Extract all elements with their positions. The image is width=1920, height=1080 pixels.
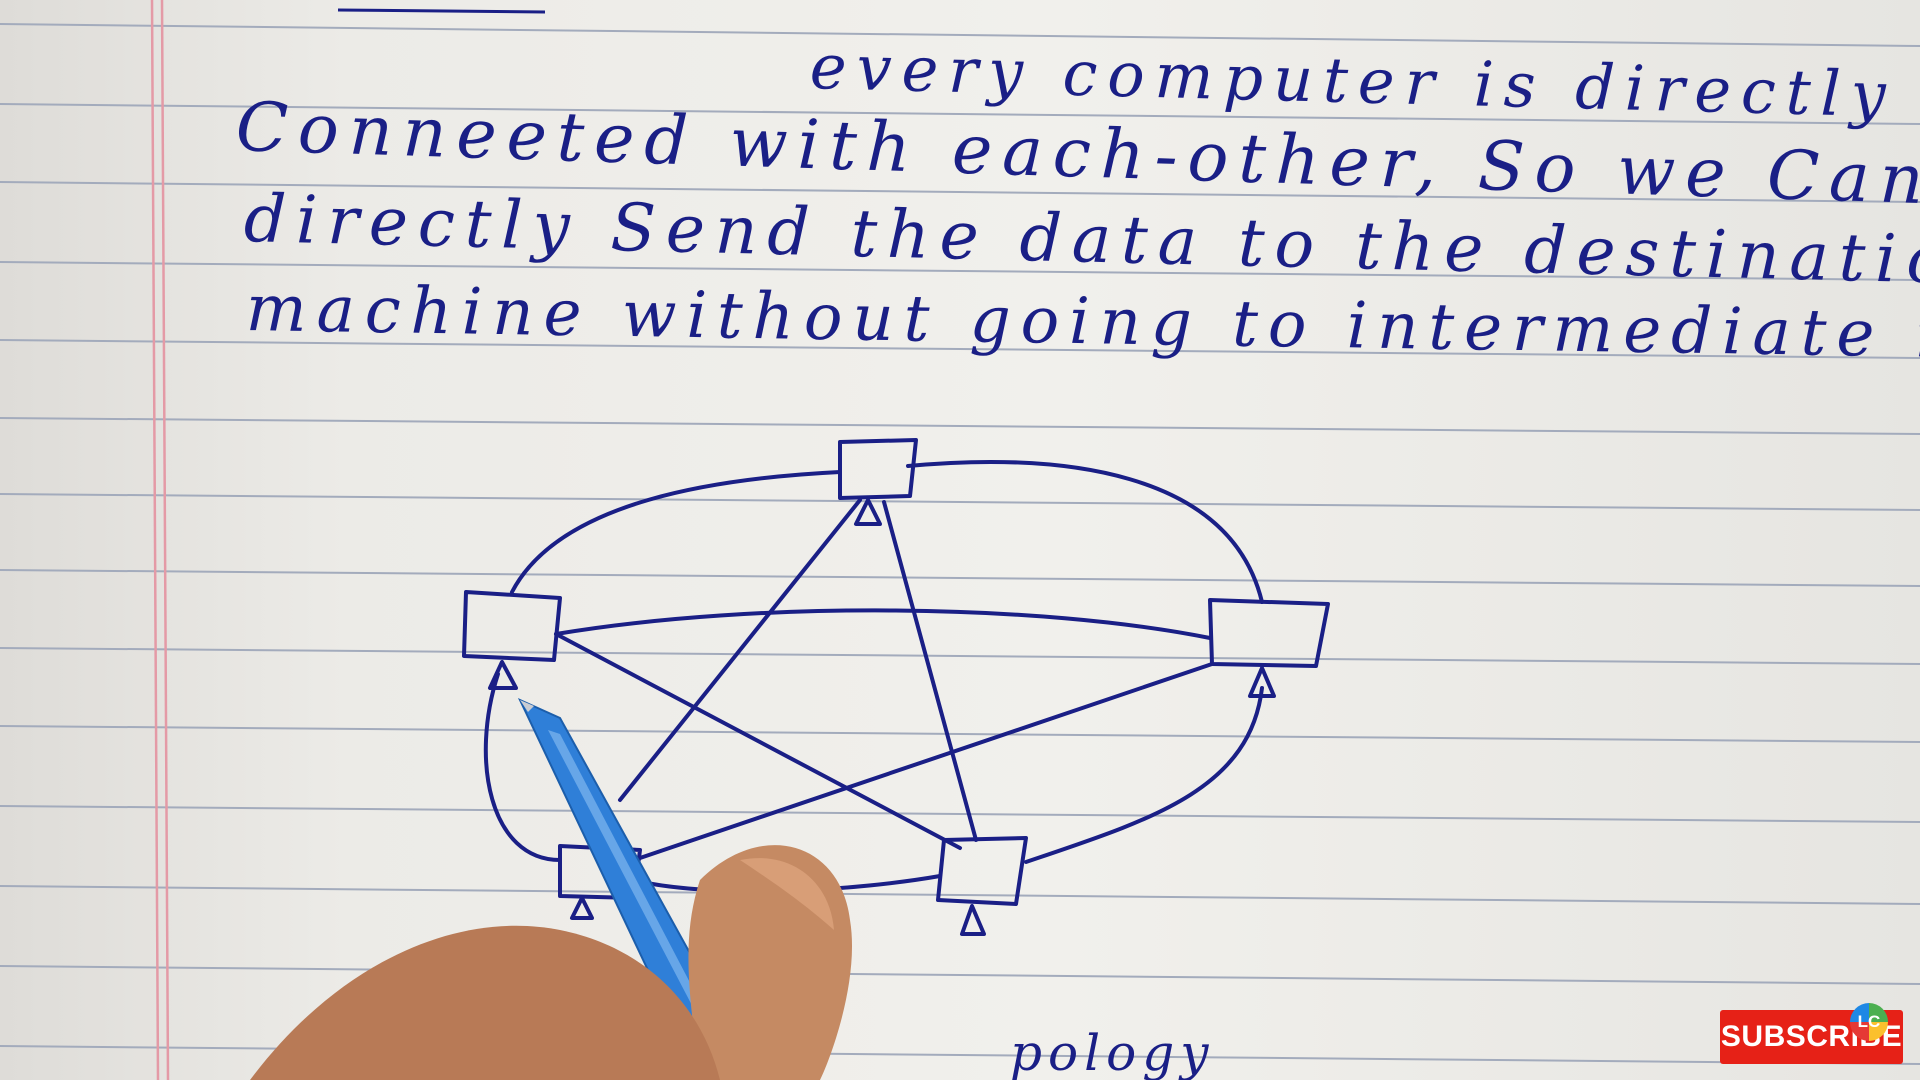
node-bottom [936, 836, 1028, 906]
link-top-right [906, 460, 1264, 604]
pen-highlight [548, 730, 720, 1040]
link-left-lowerleft [483, 672, 562, 862]
finger-thumb [250, 925, 720, 1080]
margin-line [150, 0, 170, 1080]
stand-bottom [960, 904, 986, 936]
stand-right [1248, 666, 1276, 698]
node-right [1208, 598, 1330, 668]
node-left [462, 590, 562, 662]
link-left-top [510, 470, 842, 594]
pen-tip [520, 700, 534, 712]
channel-logo-icon[interactable]: LC [1850, 1003, 1888, 1041]
stand-top [854, 498, 882, 526]
link-right-lowerleft [638, 662, 1214, 860]
writer-hand [250, 697, 853, 1080]
diagram-caption: pology [1010, 1024, 1215, 1080]
heading-underline [337, 8, 546, 14]
stand-left [488, 660, 518, 690]
link-left-bottom [554, 632, 962, 850]
stand-lower-left [570, 896, 594, 920]
channel-logo-text: LC [1857, 1012, 1881, 1031]
link-top-lowerleft [618, 498, 862, 802]
node-top [838, 438, 918, 500]
link-top-bottom [882, 500, 978, 842]
finger-highlight [740, 858, 834, 930]
mesh-topology-diagram [462, 438, 1330, 936]
ruled-lines [0, 23, 1920, 1065]
link-left-right [554, 608, 1212, 640]
link-right-bottom [1024, 686, 1264, 864]
